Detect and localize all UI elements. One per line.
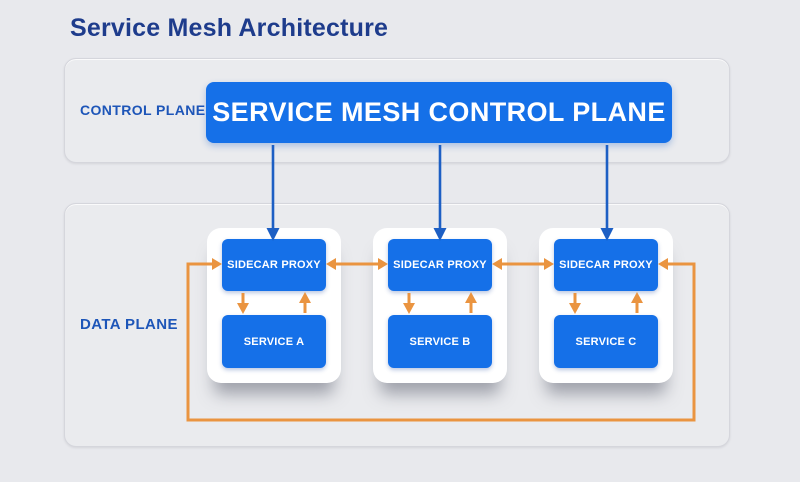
service-c-box: SERVICE C	[554, 315, 658, 368]
service-b-box: SERVICE B	[388, 315, 492, 368]
service-card-c: SIDECAR PROXY SERVICE C	[539, 228, 673, 383]
data-plane-label: DATA PLANE	[80, 316, 178, 333]
sidecar-proxy-box-2: SIDECAR PROXY	[388, 239, 492, 291]
page-title: Service Mesh Architecture	[70, 14, 389, 42]
service-mesh-control-plane-box: SERVICE MESH CONTROL PLANE	[206, 82, 672, 143]
service-card-b: SIDECAR PROXY SERVICE B	[373, 228, 507, 383]
sidecar-proxy-box-3: SIDECAR PROXY	[554, 239, 658, 291]
sidecar-proxy-box-1: SIDECAR PROXY	[222, 239, 326, 291]
service-a-box: SERVICE A	[222, 315, 326, 368]
service-card-a: SIDECAR PROXY SERVICE A	[207, 228, 341, 383]
control-plane-label: CONTROL PLANE	[80, 102, 206, 118]
